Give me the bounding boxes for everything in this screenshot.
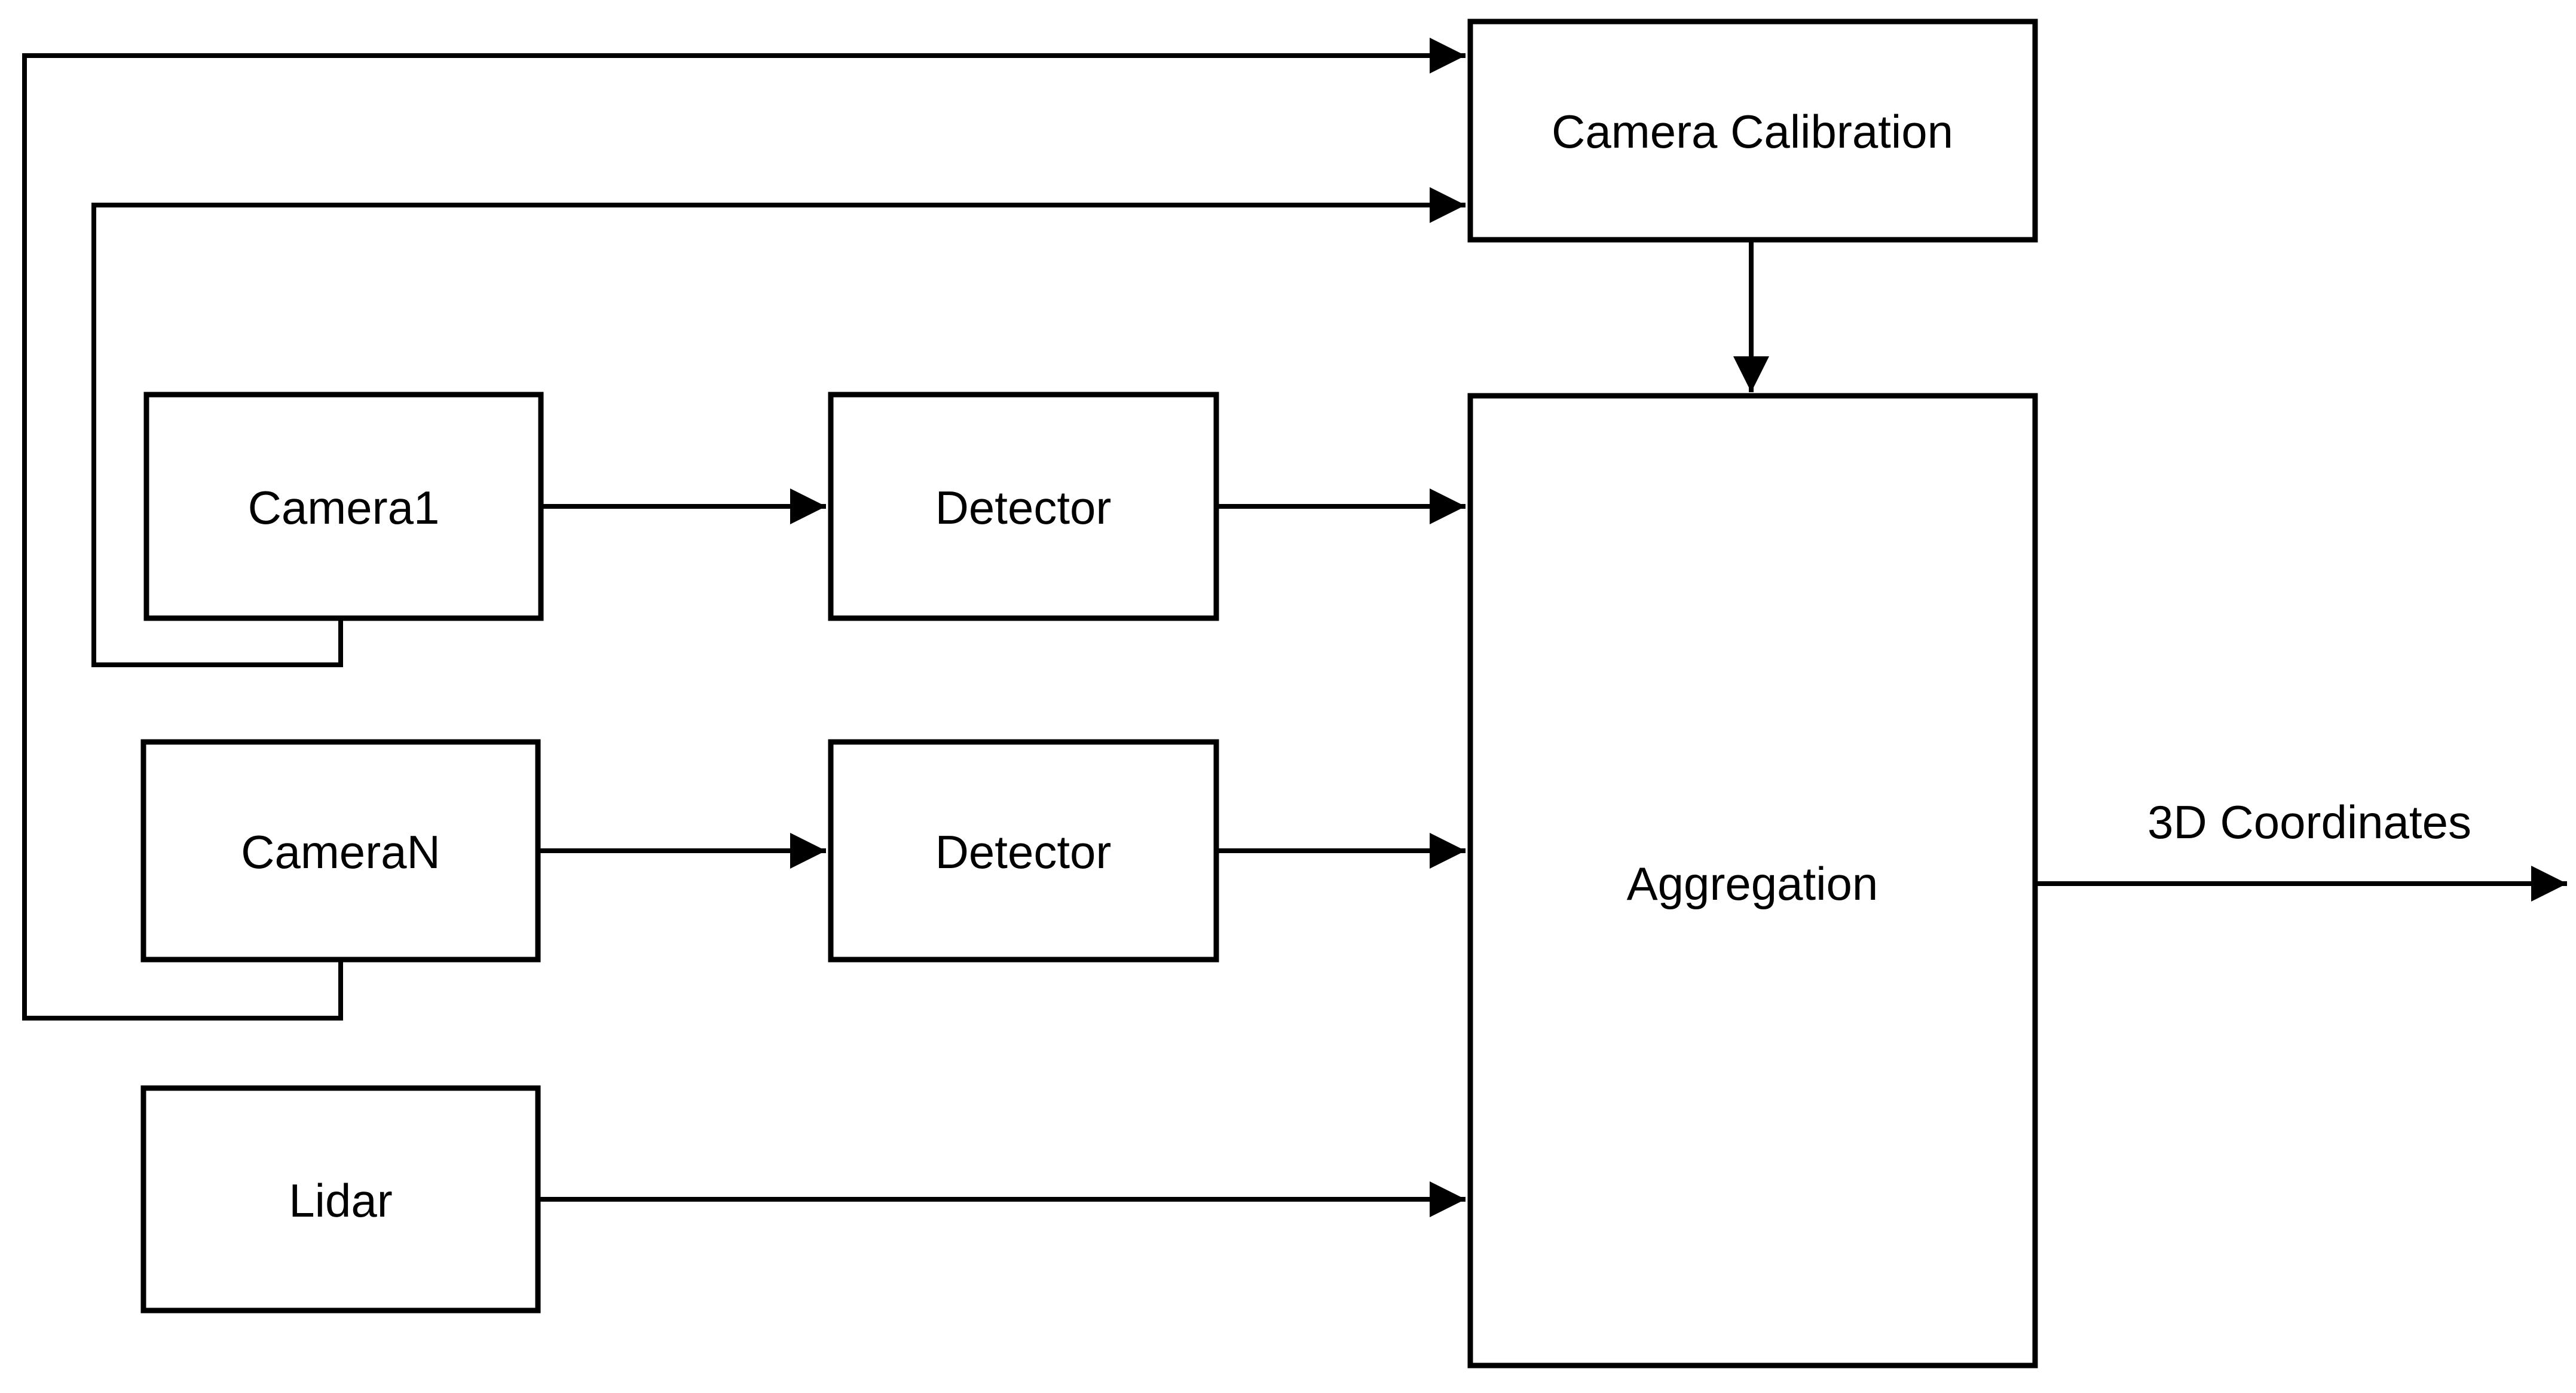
- camera-calibration-label: Camera Calibration: [1552, 105, 1953, 158]
- camera-calibration-box: [1467, 19, 2038, 243]
- aggregation-label: Aggregation: [1627, 857, 1879, 910]
- detector2-label: Detector: [935, 826, 1112, 878]
- cameraN-label: CameraN: [241, 826, 440, 878]
- node-detector1: Detector: [828, 392, 1219, 621]
- detector1-box: [828, 392, 1219, 621]
- edge-camera1-feedback-to-camera-calibration: [91, 187, 1466, 667]
- detector2-box: [828, 739, 1219, 963]
- lidar-label: Lidar: [289, 1174, 392, 1227]
- aggregation-box: [1467, 393, 2038, 1368]
- camera1-label: Camera1: [248, 481, 440, 534]
- node-detector2: Detector: [828, 739, 1219, 963]
- camera1-box: [143, 392, 544, 621]
- output-3d-coordinates-label: 3D Coordinates: [2147, 796, 2471, 848]
- node-lidar: Lidar: [140, 1085, 541, 1313]
- node-camera-calibration: Camera Calibration: [1467, 19, 2038, 243]
- node-aggregation: Aggregation: [1467, 393, 2038, 1368]
- lidar-box: [140, 1085, 541, 1313]
- edge-cameraN-feedback-to-camera-calibration: [22, 38, 1466, 1021]
- node-cameraN: CameraN: [140, 739, 541, 963]
- detector1-label: Detector: [935, 481, 1112, 534]
- cameraN-box: [140, 739, 541, 963]
- node-camera1: Camera1: [143, 392, 544, 621]
